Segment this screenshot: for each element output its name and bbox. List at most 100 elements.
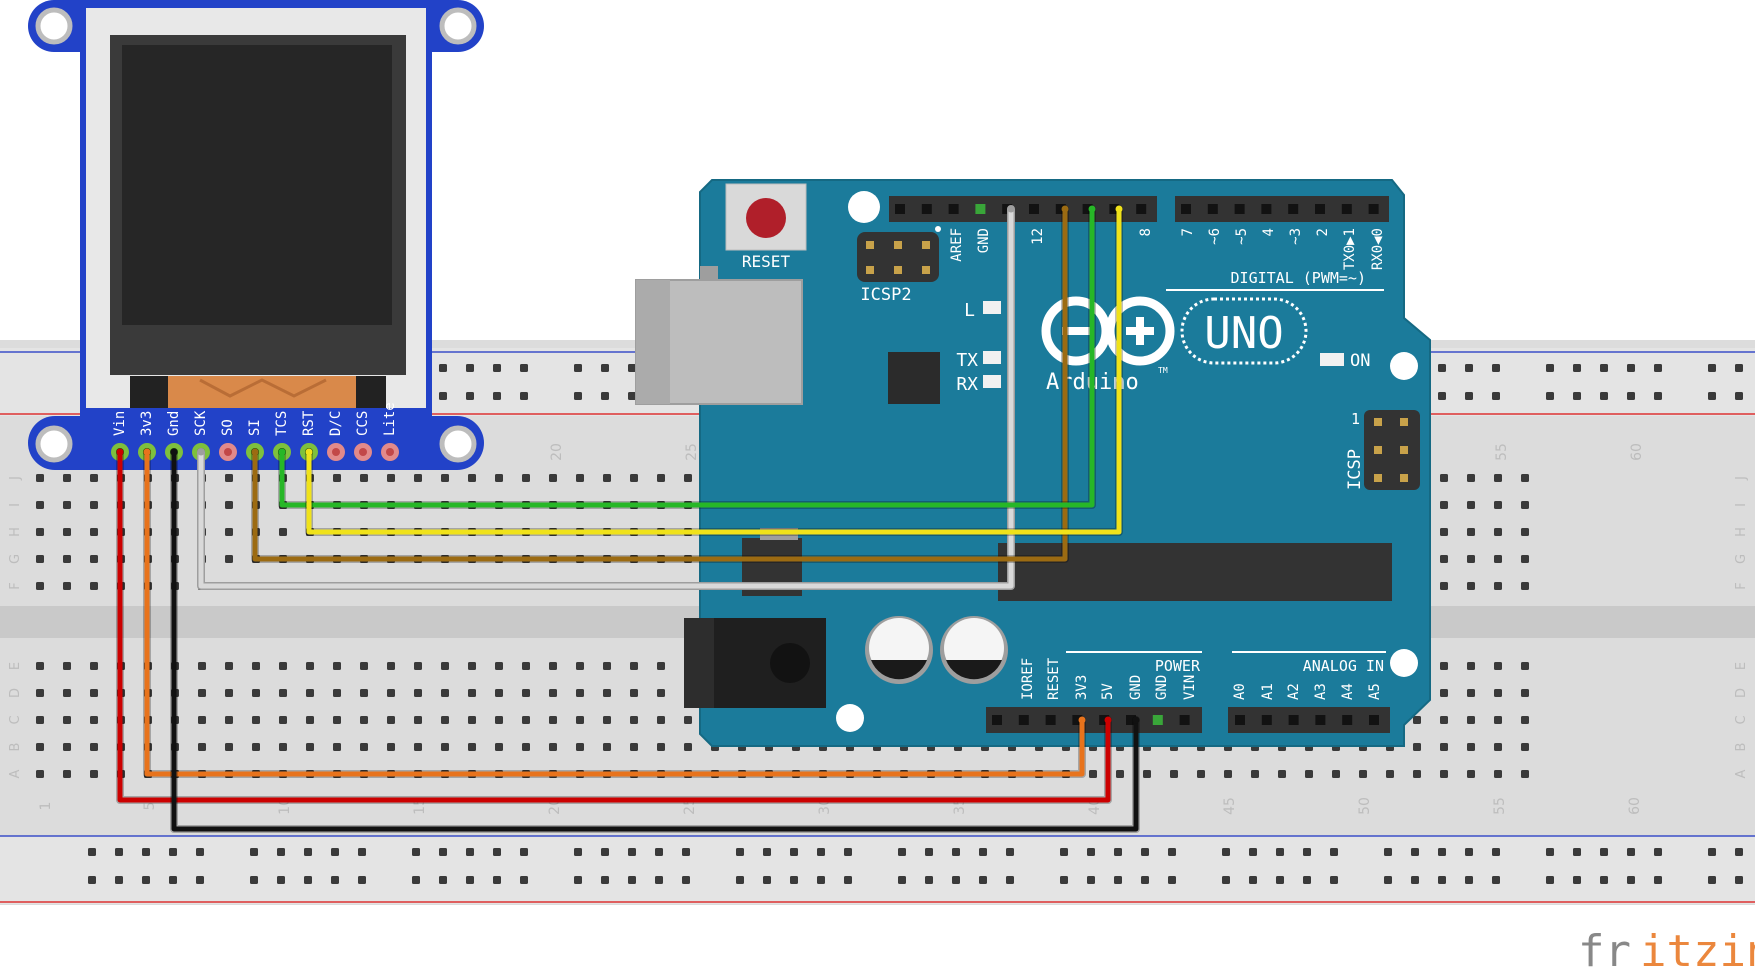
rail-hole: [1141, 876, 1149, 884]
tft-pin-label: SI: [247, 419, 263, 436]
rail-hole: [574, 364, 582, 372]
breadboard-hole: [90, 555, 98, 563]
breadboard-hole: [1440, 474, 1448, 482]
analog-pin[interactable]: [1235, 715, 1245, 725]
rail-hole: [1492, 848, 1500, 856]
breadboard-hole: [657, 474, 665, 482]
tft-pin-hole: [359, 448, 367, 456]
wire-gnd-gnd[interactable]: [171, 449, 1139, 832]
breadboard-hole: [468, 689, 476, 697]
wire-si-11[interactable]: [252, 206, 1068, 562]
breadboard-hole: [36, 474, 44, 482]
rail-hole: [1330, 848, 1338, 856]
breadboard-hole: [1494, 528, 1502, 536]
breadboard-hole: [549, 662, 557, 670]
power-pin[interactable]: [1152, 715, 1163, 725]
wire-vin-5v[interactable]: [117, 449, 1111, 803]
breadboard-hole: [198, 662, 206, 670]
analog-pin[interactable]: [1261, 715, 1272, 725]
watermark-right: itzing: [1640, 926, 1755, 977]
breadboard-hole: [90, 474, 98, 482]
breadboard-hole: [387, 662, 395, 670]
row-letter: A: [1734, 769, 1749, 778]
breadboard-hole: [279, 528, 287, 536]
breadboard-hole: [684, 716, 692, 724]
rail-hole: [925, 848, 933, 856]
digital-pin[interactable]: [1288, 204, 1299, 214]
digital-pin[interactable]: [975, 204, 986, 214]
digital-pin[interactable]: [1029, 204, 1039, 214]
breadboard-hole: [495, 474, 503, 482]
digital-pin[interactable]: [1207, 204, 1218, 214]
led-tx: [983, 351, 1001, 364]
power-pin[interactable]: [1179, 715, 1190, 725]
breadboard-hole: [1521, 689, 1529, 697]
led-tx-label: TX: [956, 350, 978, 371]
wire-tcs-10[interactable]: [279, 206, 1095, 508]
rail-hole: [628, 876, 636, 884]
tft-pin-label: Vin: [112, 411, 128, 436]
power-pin[interactable]: [1018, 715, 1029, 725]
breadboard-hole: [360, 689, 368, 697]
breadboard-hole: [549, 716, 557, 724]
digital-pin[interactable]: [1234, 204, 1245, 214]
analog-pin[interactable]: [1369, 715, 1379, 725]
digital-pin[interactable]: [1315, 204, 1325, 214]
digital-pin[interactable]: [1341, 204, 1352, 214]
breadboard-hole: [1467, 501, 1475, 509]
minus-icon: [1062, 327, 1090, 335]
analog-pin-label: A5: [1367, 683, 1383, 700]
digital-pin[interactable]: [948, 204, 959, 214]
wire-3v3-3v3[interactable]: [144, 449, 1085, 777]
rail-hole: [1438, 876, 1446, 884]
analog-pin[interactable]: [1342, 715, 1353, 725]
rail-hole: [1411, 876, 1419, 884]
wire-end: [305, 448, 313, 456]
wire-rst-9[interactable]: [306, 206, 1122, 535]
rail-hole: [1438, 848, 1446, 856]
breadboard-hole: [495, 716, 503, 724]
reset-button-cap[interactable]: [746, 198, 786, 238]
breadboard-hole: [90, 582, 98, 590]
breadboard-hole: [414, 716, 422, 724]
digital-pin[interactable]: [1368, 204, 1379, 214]
breadboard-hole: [225, 501, 233, 509]
digital-pin[interactable]: [1055, 204, 1066, 214]
digital-pin[interactable]: [895, 204, 905, 214]
rail-hole: [1627, 876, 1635, 884]
digital-pin[interactable]: [1136, 204, 1147, 214]
digital-pin[interactable]: [1181, 204, 1191, 214]
rail-hole: [1735, 392, 1743, 400]
power-pin[interactable]: [1126, 715, 1136, 725]
icsp2-pin: [866, 241, 874, 249]
breadboard-hole: [36, 689, 44, 697]
analog-pin[interactable]: [1315, 715, 1326, 725]
rail-hole: [601, 876, 609, 884]
icsp-pin: [1400, 474, 1408, 482]
reset-button[interactable]: [725, 183, 807, 251]
digital-pin[interactable]: [1082, 204, 1093, 214]
rail-hole: [142, 876, 150, 884]
rail-hole: [601, 364, 609, 372]
analog-pin-label: A2: [1286, 683, 1302, 700]
rail-hole: [1573, 876, 1581, 884]
rail-hole: [790, 848, 798, 856]
power-pin[interactable]: [1099, 715, 1110, 725]
digital-pin[interactable]: [1109, 204, 1120, 214]
analog-pin[interactable]: [1288, 715, 1299, 725]
power-pin[interactable]: [1072, 715, 1083, 725]
digital-pin[interactable]: [921, 204, 932, 214]
breadboard-hole: [549, 689, 557, 697]
wire-sck-13[interactable]: [198, 206, 1014, 589]
power-pin[interactable]: [992, 715, 1002, 725]
rail-hole: [1708, 876, 1716, 884]
power-pin[interactable]: [1045, 715, 1056, 725]
rail-hole: [1465, 848, 1473, 856]
breadboard-hole: [225, 743, 233, 751]
icsp2-pin: [866, 266, 874, 274]
breadboard-hole: [576, 689, 584, 697]
mounting-hole: [35, 425, 73, 463]
digital-pin[interactable]: [1261, 204, 1272, 214]
rail-hole: [1492, 392, 1500, 400]
rail-hole: [277, 876, 285, 884]
